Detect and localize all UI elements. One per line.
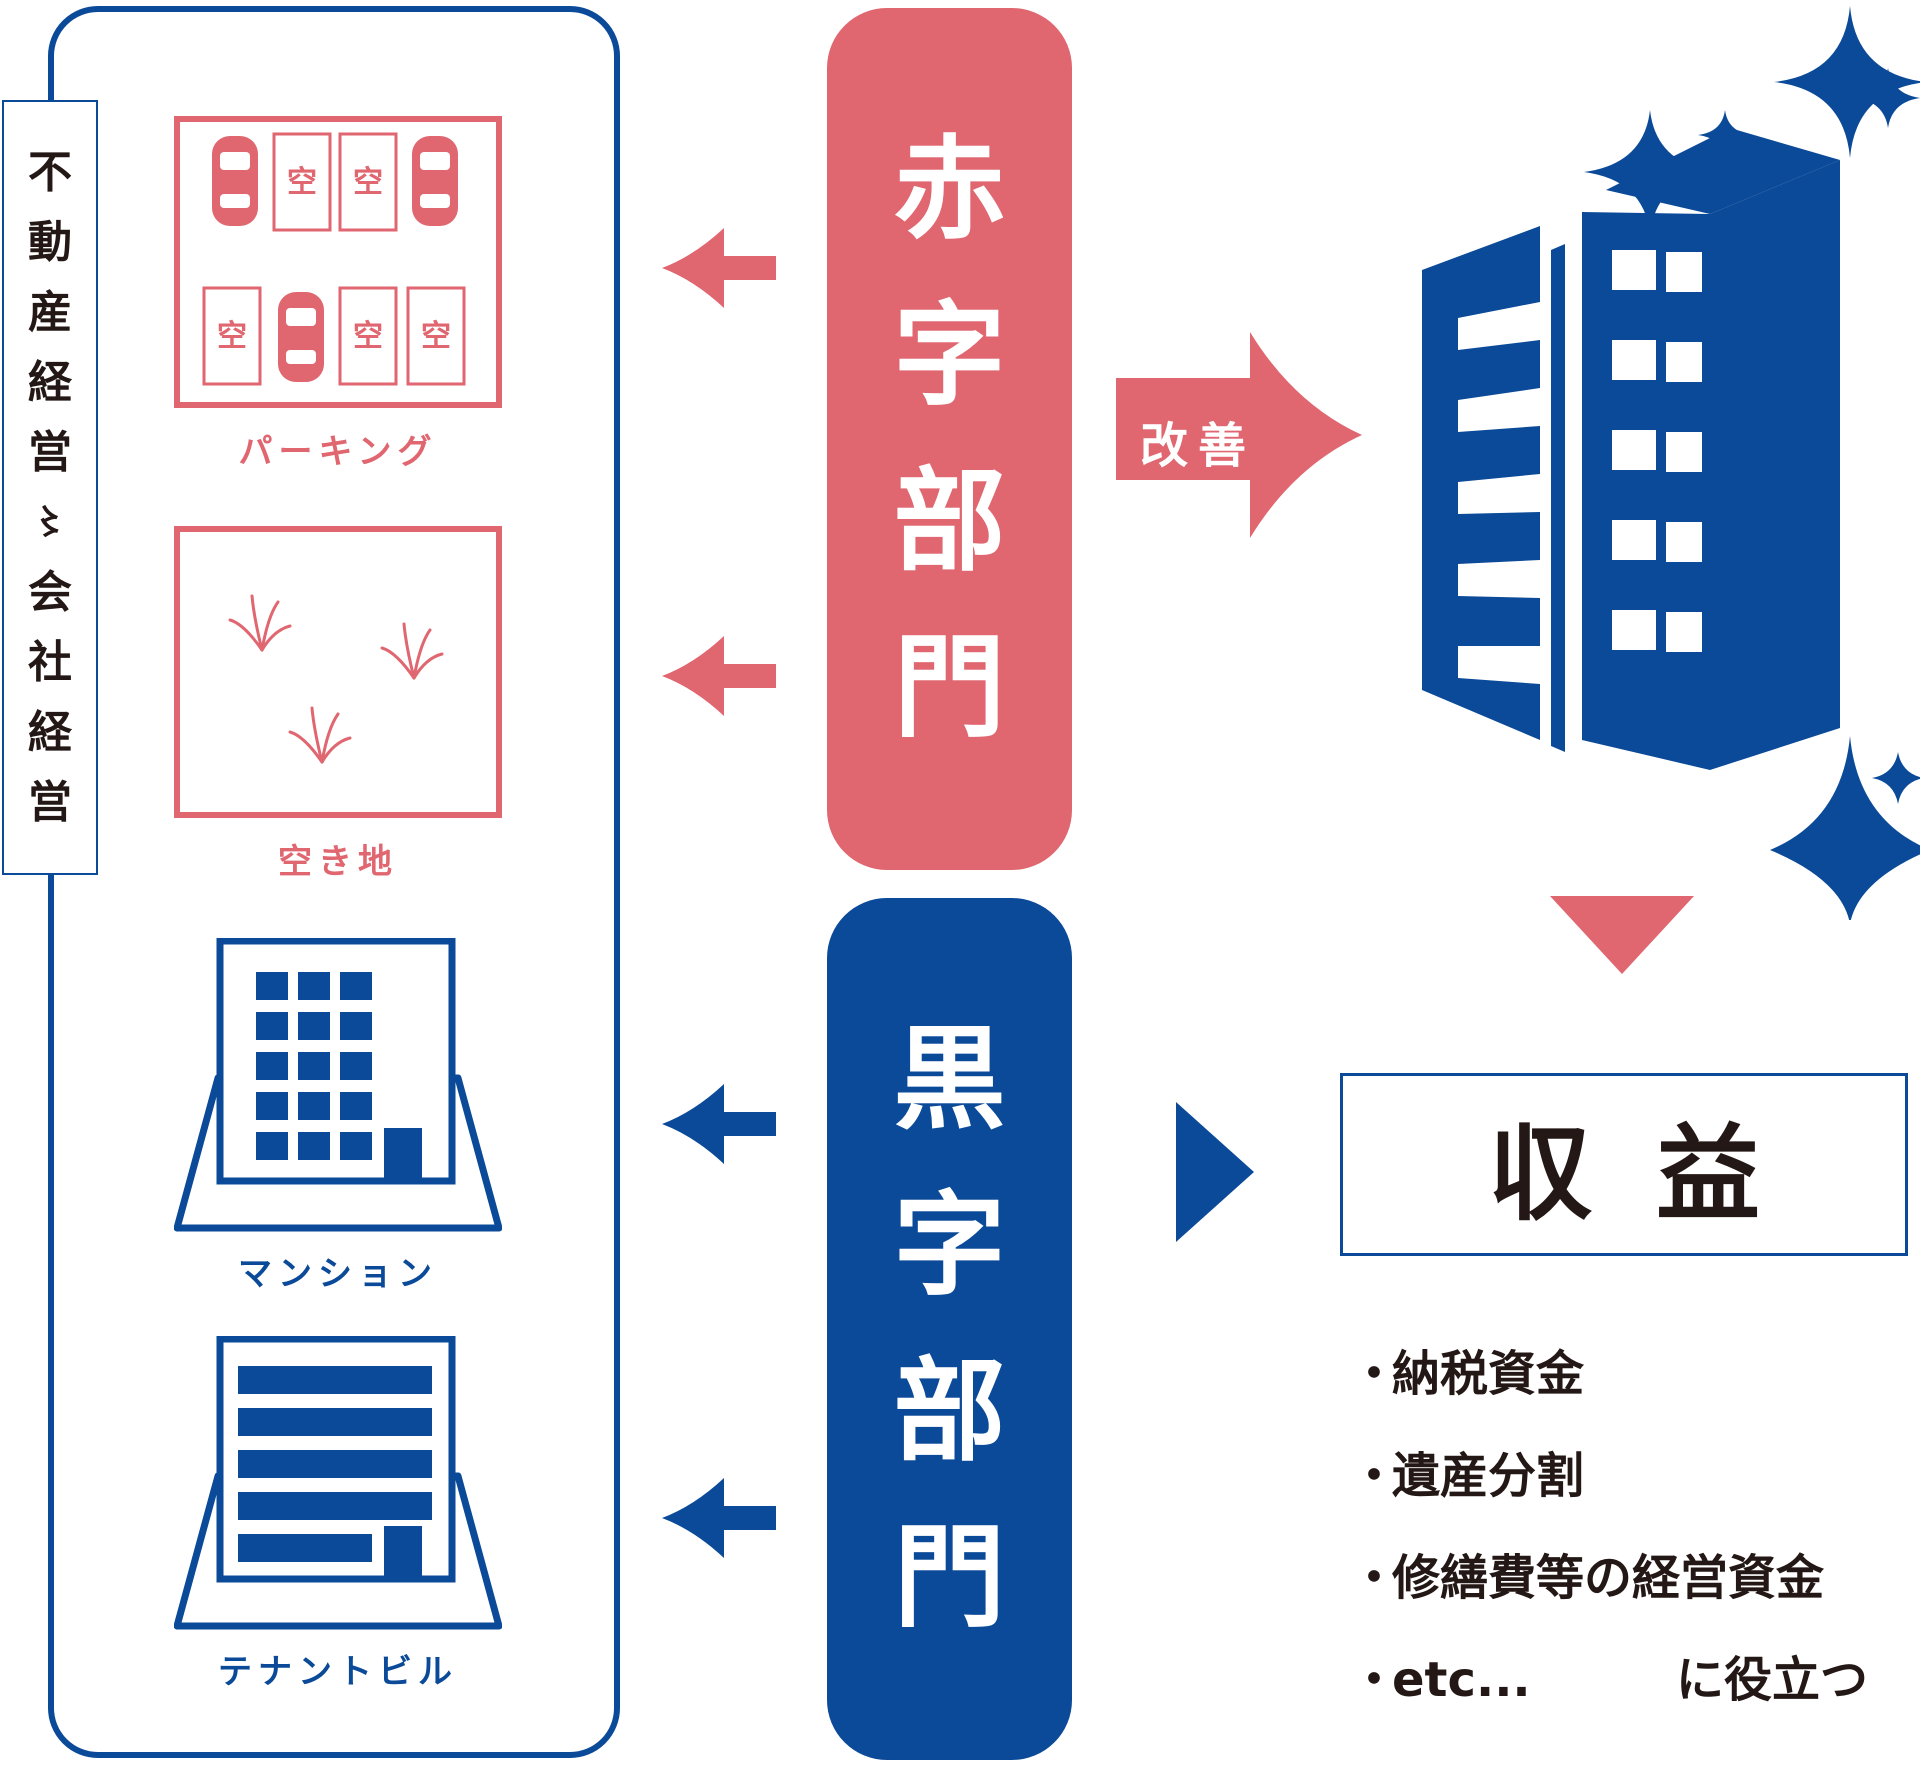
benefit-item: ・遺産分割 xyxy=(1350,1448,1585,1504)
parking-lot-icon: 空 空 空 空 空 xyxy=(174,116,502,408)
benefit-text: 遺産分割 xyxy=(1392,1448,1585,1504)
black-department-char: 黒 xyxy=(893,1015,1006,1145)
vacant-mark: 空 xyxy=(421,319,451,354)
car-icon xyxy=(212,136,258,226)
profit-label: 収益 xyxy=(1487,1113,1824,1235)
red-department-char: 部 xyxy=(893,457,1006,587)
sparkle-icon xyxy=(1872,752,1920,804)
side-label-char: 産 xyxy=(28,286,72,338)
black-department-char: 字 xyxy=(893,1181,1006,1311)
benefit-item: ・etc... xyxy=(1350,1652,1531,1708)
side-label-char: 経 xyxy=(28,356,72,408)
grass-icon xyxy=(380,622,444,680)
arrow-left-icon xyxy=(662,636,776,716)
arrow-left-icon xyxy=(662,228,776,308)
side-label-char: 営 xyxy=(28,426,72,478)
improve-arrow-icon xyxy=(1116,332,1362,538)
side-label-char: 不 xyxy=(28,146,72,198)
car-icon xyxy=(412,136,458,226)
arrow-left-icon xyxy=(662,1084,776,1164)
black-department-char: 部 xyxy=(893,1347,1006,1477)
benefit-item: ・納税資金 xyxy=(1350,1346,1585,1402)
side-label-char: 社 xyxy=(28,636,72,688)
improve-label: 改善 xyxy=(1140,418,1257,474)
benefit-item: ・修繕費等の経営資金 xyxy=(1350,1550,1825,1606)
benefits-suffix: に役立つ xyxy=(1676,1652,1869,1708)
red-department-char: 門 xyxy=(893,623,1006,753)
vacant-mark: 空 xyxy=(353,165,383,200)
sparkle-icon xyxy=(1856,68,1920,128)
tenant-building-caption: テナントビル xyxy=(218,1652,458,1692)
real-estate-frame xyxy=(48,6,620,1758)
benefit-text: etc... xyxy=(1392,1652,1531,1708)
sparkle-icon xyxy=(1770,736,1920,920)
red-department-pill: 赤 字 部 門 xyxy=(827,8,1072,870)
mansion-icon xyxy=(174,938,502,1232)
side-label-char: 会 xyxy=(28,566,72,618)
red-department-char: 赤 xyxy=(893,125,1006,255)
parking-caption: パーキング xyxy=(238,432,438,472)
grass-icon xyxy=(288,706,352,764)
side-label-char: 動 xyxy=(28,216,72,268)
black-department-pill: 黒 字 部 門 xyxy=(827,898,1072,1760)
vacant-lot-caption: 空き地 xyxy=(278,842,398,882)
car-icon xyxy=(278,292,324,382)
vacant-mark: 空 xyxy=(287,165,317,200)
arrow-left-icon xyxy=(662,1478,776,1558)
grass-icon xyxy=(228,594,292,652)
side-label: 不 動 産 経 営 〻 会 社 経 営 xyxy=(2,100,98,875)
benefit-text: 納税資金 xyxy=(1392,1346,1585,1402)
mansion-caption: マンション xyxy=(238,1254,438,1294)
sparkling-building-icon xyxy=(1422,6,1920,920)
red-department-char: 字 xyxy=(893,291,1006,421)
vacant-mark: 空 xyxy=(353,319,383,354)
benefit-text: 修繕費等の経営資金 xyxy=(1392,1550,1825,1606)
vacant-lot-icon xyxy=(174,526,502,818)
tenant-building-icon xyxy=(174,1336,502,1630)
down-triangle-icon xyxy=(1550,896,1694,974)
vacant-mark: 空 xyxy=(217,319,247,354)
sparkle-icon xyxy=(1774,6,1920,158)
side-label-char: 営 xyxy=(28,776,72,828)
profit-box: 収益 xyxy=(1340,1073,1908,1256)
right-triangle-icon xyxy=(1176,1102,1254,1242)
black-department-char: 門 xyxy=(893,1513,1006,1643)
side-label-char: 経 xyxy=(28,706,72,758)
side-label-char: 〻 xyxy=(33,502,67,543)
